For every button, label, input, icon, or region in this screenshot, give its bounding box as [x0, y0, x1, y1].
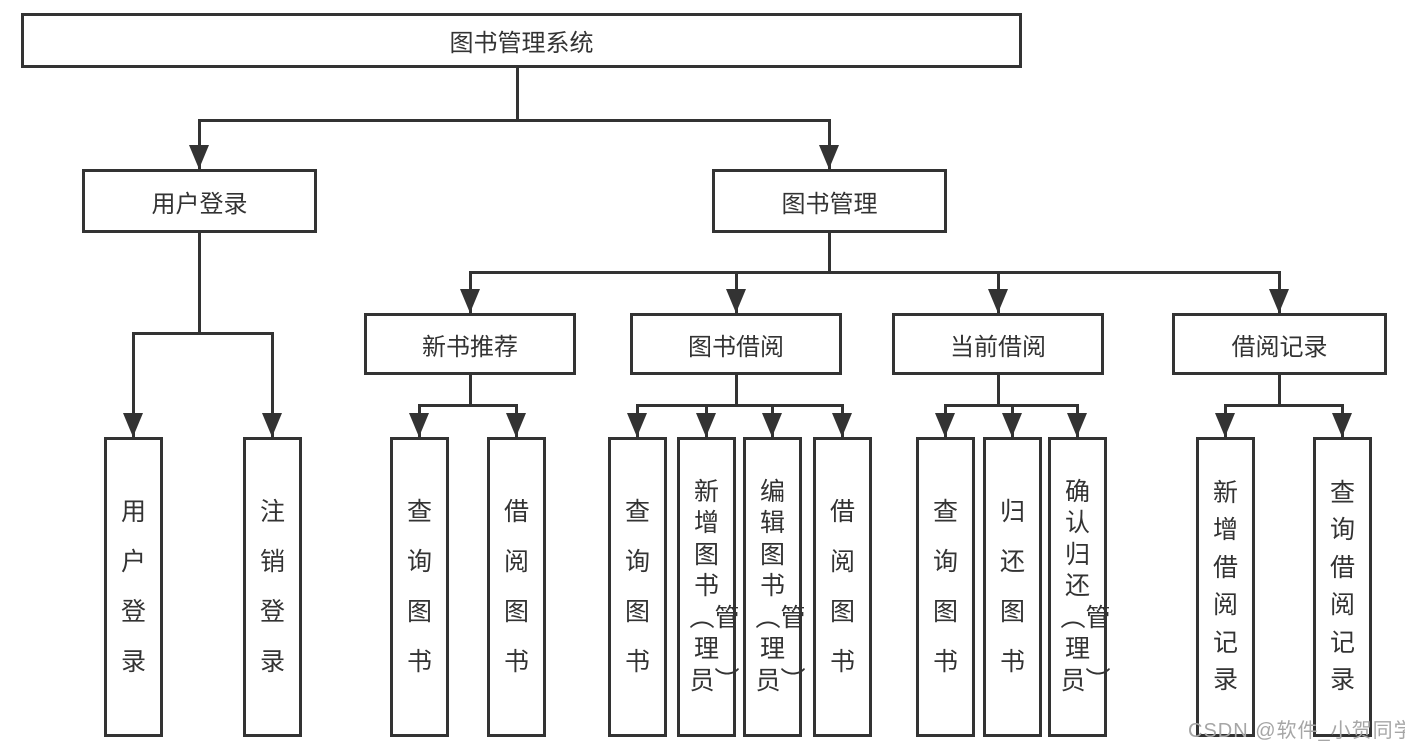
connector-hline	[1224, 404, 1344, 407]
arrow-down-icon	[762, 413, 782, 437]
connector-hline	[469, 271, 1280, 274]
arrow-down-icon	[460, 289, 480, 313]
leaf-label: 借阅图书	[503, 498, 529, 676]
leaf-label: 确认归还︵管理员︶	[1060, 477, 1111, 695]
connector-hline	[418, 404, 518, 407]
leaf-label: 新增图书︵管理员︶	[689, 477, 740, 695]
arrow-down-icon	[1067, 413, 1087, 437]
leaf-label: 用户登录	[120, 498, 146, 676]
node-book-management: 图书管理	[712, 169, 947, 233]
connector-vline	[735, 375, 738, 406]
node-user-login-label: 用户登录	[151, 190, 248, 218]
connector-vline	[198, 233, 201, 334]
connector-vline	[516, 68, 519, 121]
arrow-down-icon	[1002, 413, 1022, 437]
node-borrowing-records: 借阅记录	[1172, 313, 1387, 375]
arrow-down-icon	[1269, 289, 1289, 313]
node-new-book-recommendation: 新书推荐	[364, 313, 576, 375]
arrow-down-icon	[262, 413, 282, 437]
node-book-borrowing-label: 图书借阅	[688, 333, 784, 361]
node-book-borrowing: 图书借阅	[630, 313, 842, 375]
arrow-down-icon	[988, 289, 1008, 313]
node-root: 图书管理系统	[21, 13, 1022, 68]
node-borrowing-records-label: 借阅记录	[1231, 333, 1328, 361]
connector-vline	[828, 233, 831, 273]
leaf-query-books-borrowing: 查询图书	[608, 437, 667, 737]
connector-hline	[198, 119, 831, 122]
connector-vline	[469, 375, 472, 406]
leaf-edit-book-admin: 编辑图书︵管理员︶	[743, 437, 806, 737]
node-current-borrowing: 当前借阅	[892, 313, 1104, 375]
arrow-down-icon	[123, 413, 143, 437]
leaf-label: 注销登录	[259, 498, 285, 676]
arrow-down-icon	[506, 413, 526, 437]
arrow-down-icon	[819, 145, 839, 169]
arrow-shaft	[198, 119, 201, 169]
connector-vline	[997, 375, 1000, 406]
arrow-shaft	[132, 332, 135, 437]
arrow-down-icon	[935, 413, 955, 437]
leaf-label: 借阅图书	[829, 498, 855, 676]
node-user-login: 用户登录	[82, 169, 317, 233]
leaf-confirm-return-admin: 确认归还︵管理员︶	[1048, 437, 1111, 737]
connector-hline	[636, 404, 844, 407]
leaf-label: 查询借阅记录	[1329, 478, 1355, 695]
arrow-down-icon	[726, 289, 746, 313]
leaf-query-books-current: 查询图书	[916, 437, 975, 737]
leaf-label: 归还图书	[999, 498, 1025, 676]
arrow-down-icon	[189, 145, 209, 169]
node-book-management-label: 图书管理	[781, 190, 878, 218]
leaf-add-book-admin: 新增图书︵管理员︶	[677, 437, 740, 737]
leaf-return-books: 归还图书	[983, 437, 1042, 737]
leaf-borrow-books-borrowing: 借阅图书	[813, 437, 872, 737]
arrow-down-icon	[627, 413, 647, 437]
leaf-borrow-books-recommend: 借阅图书	[487, 437, 546, 737]
leaf-label: 查询图书	[406, 498, 432, 676]
arrow-down-icon	[696, 413, 716, 437]
arrow-down-icon	[409, 413, 429, 437]
leaf-query-books-recommend: 查询图书	[390, 437, 449, 737]
arrow-down-icon	[1215, 413, 1235, 437]
connector-vline	[1278, 375, 1281, 406]
leaf-label: 编辑图书︵管理员︶	[755, 477, 806, 695]
leaf-label: 查询图书	[624, 498, 650, 676]
leaf-user-login: 用户登录	[104, 437, 163, 737]
csdn-watermark: CSDN @软件_小贺同学	[1188, 720, 1405, 742]
connector-hline	[132, 332, 274, 335]
leaf-label: 新增借阅记录	[1212, 478, 1238, 695]
leaf-add-borrow-record: 新增借阅记录	[1196, 437, 1255, 737]
node-new-book-recommendation-label: 新书推荐	[422, 333, 518, 361]
leaf-label: 查询图书	[932, 498, 958, 676]
arrow-shaft	[828, 119, 831, 169]
arrow-down-icon	[1332, 413, 1352, 437]
arrow-down-icon	[832, 413, 852, 437]
leaf-query-borrow-record: 查询借阅记录	[1313, 437, 1372, 737]
node-current-borrowing-label: 当前借阅	[950, 333, 1046, 361]
leaf-logout: 注销登录	[243, 437, 302, 737]
arrow-shaft	[271, 332, 274, 437]
node-root-label: 图书管理系统	[449, 30, 594, 57]
